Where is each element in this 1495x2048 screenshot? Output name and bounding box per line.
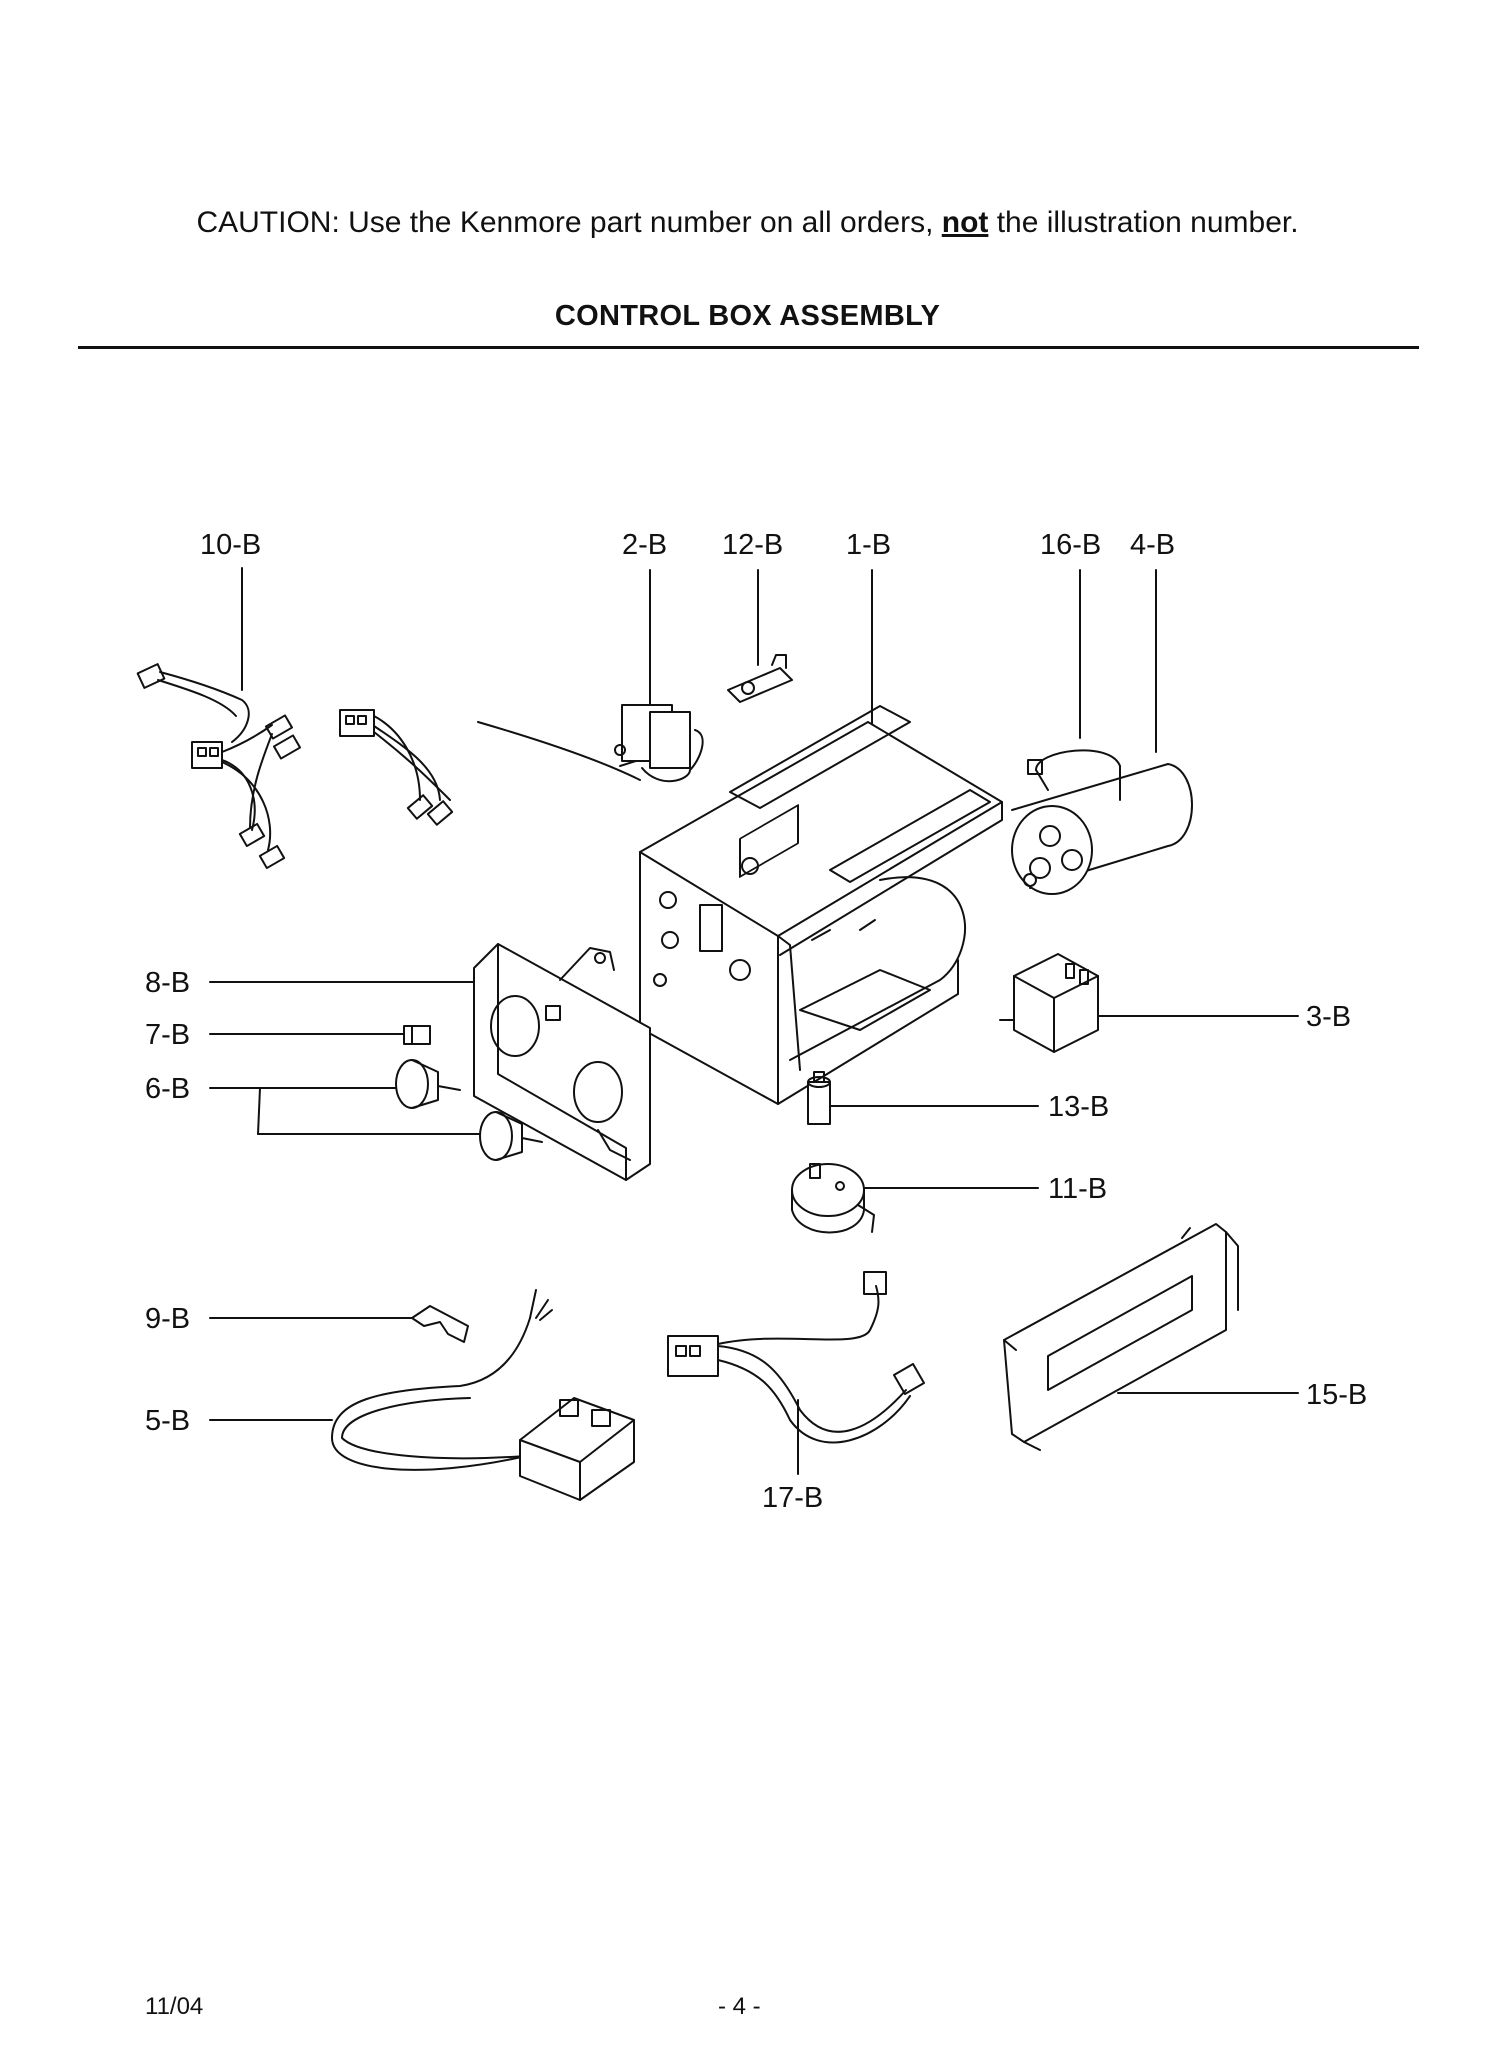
bracket-12b xyxy=(727,654,793,703)
label-10b: 10-B xyxy=(200,529,261,561)
wire-harness-10b xyxy=(136,663,302,870)
power-cord-5b xyxy=(331,1289,635,1501)
page-title: CONTROL BOX ASSEMBLY xyxy=(554,300,941,332)
wire-harness-17b xyxy=(667,1271,926,1444)
caution-suffix: the illustration number. xyxy=(988,206,1299,239)
part-labels: 10-B 2-B 12-B 1-B 16-B 4-B 8-B 7-B 6-B 3… xyxy=(145,529,1367,1514)
label-15b: 15-B xyxy=(1306,1379,1367,1411)
label-13b: 13-B xyxy=(1048,1091,1109,1123)
switch-3b xyxy=(999,953,1099,1053)
label-17b: 17-B xyxy=(762,1482,823,1514)
capacitor-4b xyxy=(1011,749,1193,895)
label-7b: 7-B xyxy=(145,1019,190,1051)
control-box-frame-1b xyxy=(639,705,1003,1105)
label-16b: 16-B xyxy=(1040,529,1101,561)
caution-note: CAUTION: Use the Kenmore part number on … xyxy=(0,206,1495,240)
thermostat-2b xyxy=(477,704,704,783)
plug-13b xyxy=(807,1071,831,1125)
caution-emphasis: not xyxy=(941,206,989,239)
label-12b: 12-B xyxy=(722,529,783,561)
wire-harness-10b-second xyxy=(339,709,454,826)
control-panel-8b xyxy=(473,943,651,1181)
rocker-switch-7b xyxy=(403,1025,431,1045)
caution-prefix: CAUTION: Use the Kenmore part number on … xyxy=(196,206,942,239)
timer-motor-11b xyxy=(791,1163,875,1234)
label-4b: 4-B xyxy=(1130,529,1175,561)
label-1b: 1-B xyxy=(846,529,891,561)
label-2b: 2-B xyxy=(622,529,667,561)
label-9b: 9-B xyxy=(145,1303,190,1335)
label-6b: 6-B xyxy=(145,1073,190,1105)
leader-lines xyxy=(209,567,1299,1475)
label-3b: 3-B xyxy=(1306,1001,1351,1033)
label-11b: 11-B xyxy=(1048,1173,1107,1205)
footer-date: 11/04 xyxy=(145,1993,204,2020)
knob-6b xyxy=(395,1059,543,1161)
clip-9b xyxy=(411,1305,469,1343)
cover-plate-15b xyxy=(1003,1223,1239,1451)
label-5b: 5-B xyxy=(145,1405,190,1437)
title-rule xyxy=(78,346,1419,349)
label-8b: 8-B xyxy=(145,967,190,999)
page-number: - 4 - xyxy=(718,1993,761,2020)
